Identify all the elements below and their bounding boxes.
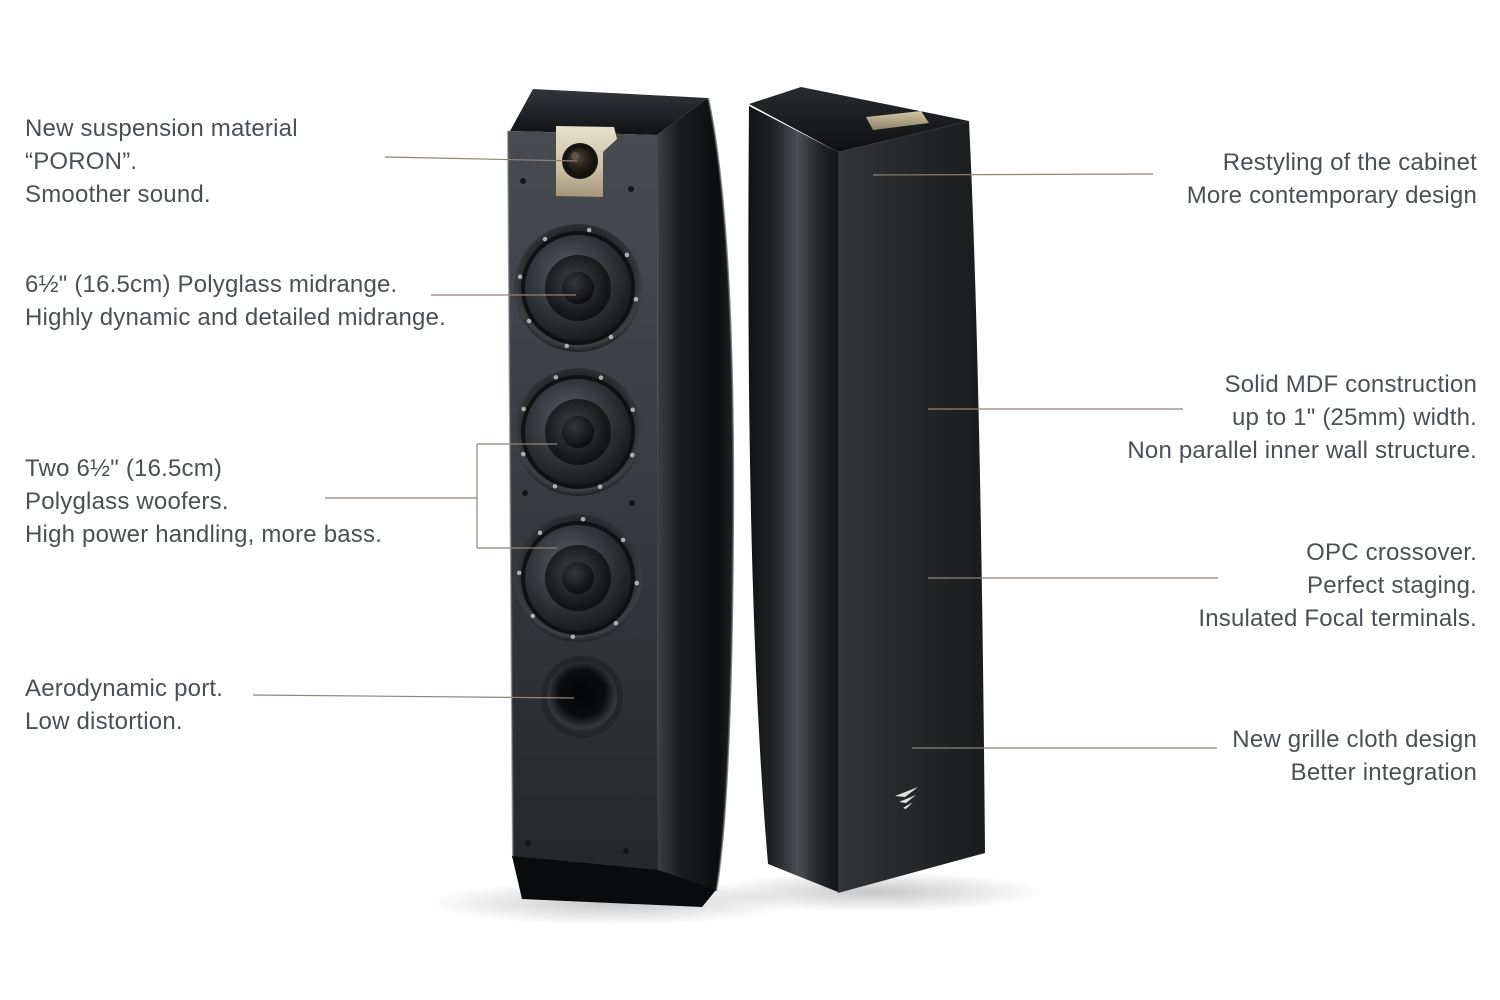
annotation-restyling: Restyling of the cabinet More contempora… (1187, 146, 1477, 212)
left-speaker-edge-highlight (707, 97, 735, 892)
left-speaker-side-panel (657, 98, 734, 891)
leader-port (252, 694, 575, 699)
annotation-line: Insulated Focal terminals. (1198, 605, 1477, 632)
lower-woofer-driver (514, 514, 642, 642)
focal-logo-icon (895, 787, 918, 809)
top-badge (866, 111, 929, 130)
annotation-line: 6½" (16.5cm) Polyglass midrange. (25, 271, 398, 298)
annotation-line: Solid MDF construction (1224, 371, 1477, 398)
annotation-line: Two 6½" (16.5cm) (25, 455, 223, 482)
left-speaker-top-face (510, 89, 708, 135)
left-speaker-front-edge (507, 130, 514, 859)
annotation-line: Low distortion. (25, 708, 183, 735)
midrange-driver (514, 224, 642, 352)
annotation-line: Better integration (1290, 759, 1477, 786)
annotation-woofers: Two 6½" (16.5cm) Polyglass woofers. High… (25, 452, 382, 551)
annotation-line: OPC crossover. (1306, 539, 1477, 566)
right-speaker-grille (838, 121, 985, 893)
annotation-port: Aerodynamic port. Low distortion. (25, 672, 223, 738)
tweeter (562, 143, 598, 179)
right-speaker-shadow (705, 872, 1045, 912)
annotation-line: up to 1" (25mm) width. (1231, 404, 1477, 431)
upper-woofer-driver (514, 368, 642, 496)
annotation-line: Restyling of the cabinet (1222, 149, 1477, 176)
left-speaker-plinth (512, 856, 716, 907)
annotation-new-suspension: New suspension material “PORON”. Smoothe… (25, 112, 298, 211)
left-speaker (507, 89, 735, 907)
annotation-line: Polyglass woofers. (25, 488, 229, 515)
right-speaker-side-panel (748, 106, 838, 892)
leader-new-suspension (384, 156, 578, 162)
leader-lines (252, 156, 1218, 749)
right-speaker-top-face (749, 87, 969, 152)
grille-peg-holes (520, 178, 635, 854)
annotation-line: Highly dynamic and detailed midrange. (25, 304, 446, 331)
annotation-line: Perfect staging. (1307, 572, 1477, 599)
annotation-mdf: Solid MDF construction up to 1" (25mm) w… (1127, 368, 1477, 467)
right-speaker (748, 87, 985, 893)
bass-port (541, 656, 623, 738)
annotation-line: High power handling, more bass. (25, 521, 383, 548)
annotation-midrange: 6½" (16.5cm) Polyglass midrange. Highly … (25, 268, 446, 334)
leader-woofers-bracket (325, 443, 557, 549)
annotation-line: Non parallel inner wall structure. (1127, 437, 1477, 464)
annotation-line: New grille cloth design (1232, 726, 1477, 753)
annotation-line: Smoother sound. (25, 181, 211, 208)
annotation-line: “PORON”. (25, 148, 138, 175)
annotation-grille: New grille cloth design Better integrati… (1232, 723, 1477, 789)
annotation-line: New suspension material (25, 115, 298, 142)
annotation-opc: OPC crossover. Perfect staging. Insulate… (1198, 536, 1477, 635)
annotation-line: More contemporary design (1186, 182, 1477, 209)
annotation-line: Aerodynamic port. (25, 675, 224, 702)
leader-restyling (872, 173, 1154, 176)
